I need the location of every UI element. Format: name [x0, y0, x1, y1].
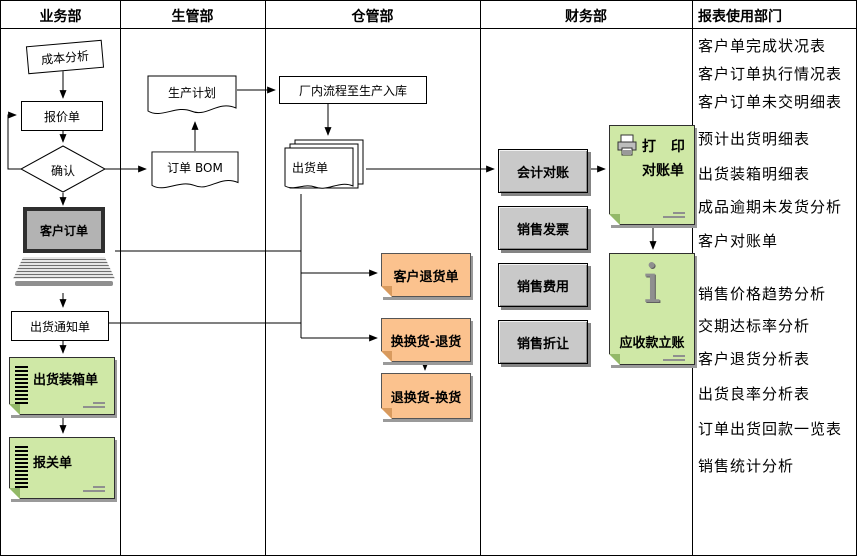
accounting-reconciliation-box: 会计对账 — [498, 149, 588, 193]
report-item: 订单出货回款一览表 — [698, 420, 843, 438]
note-lines — [663, 212, 685, 218]
factory-inbound-label: 厂内流程至生产入库 — [298, 83, 407, 98]
lane-divider — [265, 1, 266, 555]
receivable-note: i 应收款立账 — [609, 253, 695, 365]
lane-header-business: 业务部 — [39, 9, 82, 25]
barcode-icon — [15, 366, 28, 406]
note-fold — [609, 214, 620, 225]
order-bom-label: 订单 BOM — [167, 161, 223, 175]
lane-header-warehouse: 仓管部 — [351, 9, 394, 25]
header-divider — [1, 28, 856, 29]
order-bom-node: 订单 BOM — [151, 151, 239, 193]
sales-invoice-label: 销售发票 — [516, 222, 569, 238]
shipping-notice-label: 出货通知单 — [29, 319, 90, 334]
sales-expense-box: 销售费用 — [498, 263, 588, 307]
report-item: 出货良率分析表 — [698, 385, 811, 403]
packing-list-note: 出货装箱单 — [9, 357, 115, 415]
computer-screen: 客户订单 — [23, 207, 105, 253]
cost-analysis-label: 成本分析 — [40, 48, 90, 67]
confirm-label: 确认 — [50, 164, 75, 178]
print-label-line1: 打 印 — [642, 139, 690, 155]
sales-invoice-box: 销售发票 — [498, 206, 588, 250]
note-fold — [609, 354, 620, 365]
return-exchange-label: 退换货-换货 — [390, 390, 462, 406]
diamond-shape — [19, 145, 107, 193]
customer-return-label: 客户退货单 — [393, 269, 459, 285]
document-shape — [147, 75, 237, 115]
sales-expense-label: 销售费用 — [516, 279, 569, 295]
quotation-node: 报价单 — [21, 101, 103, 131]
lane-header-finance: 财务部 — [565, 9, 607, 25]
note-lines — [83, 486, 105, 492]
report-item: 客户订单未交明细表 — [698, 93, 843, 111]
factory-inbound-node: 厂内流程至生产入库 — [279, 76, 427, 104]
note-fold — [381, 286, 392, 297]
customs-declaration-label: 报关单 — [33, 456, 73, 471]
sales-allowance-box: 销售折让 — [498, 320, 588, 364]
lane-divider — [120, 1, 121, 555]
report-item: 客户订单执行情况表 — [698, 65, 843, 83]
report-item: 客户退货分析表 — [698, 350, 811, 368]
computer-base — [15, 281, 113, 286]
quotation-label: 报价单 — [43, 109, 80, 124]
production-plan-node: 生产计划 — [147, 75, 237, 119]
report-item: 预计出货明细表 — [698, 130, 811, 148]
note-lines — [663, 355, 685, 361]
note-fold — [9, 404, 20, 415]
printer-icon — [617, 134, 637, 156]
report-item: 销售价格趋势分析 — [698, 285, 827, 303]
exchange-return-note: 换换货-退货 — [381, 318, 471, 362]
report-item: 客户对账单 — [698, 232, 779, 250]
shipping-order-label: 出货单 — [292, 161, 329, 175]
barcode-icon — [15, 446, 28, 490]
lane-header-production: 生管部 — [171, 9, 214, 25]
customer-order-computer: 客户订单 — [13, 207, 115, 293]
customer-order-label: 客户订单 — [39, 223, 88, 238]
note-lines — [83, 402, 105, 408]
info-icon: i — [643, 252, 661, 315]
accounting-reconciliation-label: 会计对账 — [516, 165, 569, 181]
lane-divider — [480, 1, 481, 555]
return-exchange-note: 退换货-换货 — [381, 373, 471, 419]
receivable-label: 应收款立账 — [619, 336, 685, 351]
customs-declaration-note: 报关单 — [9, 437, 115, 499]
confirm-decision-node: 确认 — [19, 145, 107, 193]
exchange-return-label: 换换货-退货 — [390, 334, 462, 350]
print-statement-note: 打 印 对账单 — [609, 125, 695, 225]
production-plan-label: 生产计划 — [167, 86, 216, 100]
report-item: 出货装箱明细表 — [698, 165, 811, 183]
sales-allowance-label: 销售折让 — [516, 336, 569, 352]
shipping-notice-node: 出货通知单 — [11, 311, 109, 341]
document-shape — [151, 151, 239, 189]
report-item: 交期达标率分析 — [698, 317, 811, 335]
lane-header-reports: 报表使用部门 — [698, 9, 782, 25]
computer-keyboard — [13, 257, 115, 279]
customer-return-note: 客户退货单 — [381, 253, 471, 297]
shipping-order-stack: 出货单 — [284, 139, 366, 197]
report-item: 销售统计分析 — [698, 457, 795, 475]
report-item: 客户单完成状况表 — [698, 37, 827, 55]
print-label-line2: 对账单 — [642, 163, 684, 179]
multi-document-shape — [284, 139, 364, 189]
packing-list-label: 出货装箱单 — [33, 373, 99, 388]
note-fold — [9, 488, 20, 499]
note-fold — [381, 351, 392, 362]
report-item: 成品逾期未发货分析 — [698, 198, 843, 216]
note-fold — [381, 408, 392, 419]
cost-analysis-node: 成本分析 — [25, 39, 105, 75]
